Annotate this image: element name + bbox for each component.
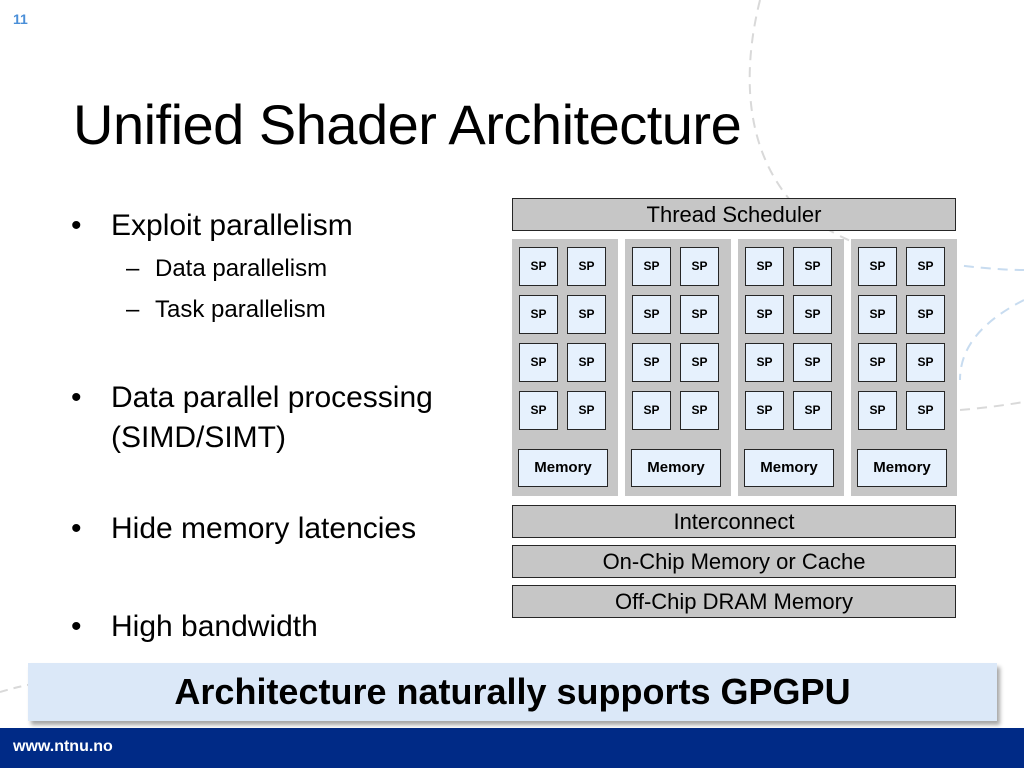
sp-unit: SP <box>519 391 558 430</box>
sp-unit: SP <box>906 391 945 430</box>
sp-unit: SP <box>745 295 784 334</box>
sp-unit: SP <box>793 391 832 430</box>
interconnect-box: Interconnect <box>512 505 956 538</box>
bullet-glyph: • <box>71 512 82 545</box>
summary-banner: Architecture naturally supports GPGPU <box>28 663 997 721</box>
bullet-text-line2: (SIMD/SIMT) <box>111 421 286 454</box>
slide-number: 11 <box>13 11 28 27</box>
sp-unit: SP <box>632 343 671 382</box>
sub-bullet-text: Data parallelism <box>155 255 328 282</box>
bullet-glyph: • <box>71 381 82 414</box>
cluster-memory: Memory <box>518 449 608 487</box>
bullet-text: Exploit parallelism <box>111 209 353 242</box>
sp-unit: SP <box>745 391 784 430</box>
sp-unit: SP <box>567 247 606 286</box>
sp-unit: SP <box>793 295 832 334</box>
sp-unit: SP <box>680 391 719 430</box>
sp-unit: SP <box>632 295 671 334</box>
sp-unit: SP <box>793 247 832 286</box>
bullet-glyph: • <box>71 209 82 242</box>
sp-unit: SP <box>745 247 784 286</box>
sp-unit: SP <box>519 247 558 286</box>
sp-unit: SP <box>567 295 606 334</box>
sp-unit: SP <box>906 343 945 382</box>
bullet-glyph: • <box>71 610 82 643</box>
thread-scheduler-box: Thread Scheduler <box>512 198 956 231</box>
bullet-text: Hide memory latencies <box>111 512 417 545</box>
sp-unit: SP <box>632 247 671 286</box>
sp-unit: SP <box>745 343 784 382</box>
sp-unit: SP <box>906 247 945 286</box>
sp-unit: SP <box>858 295 897 334</box>
sp-unit: SP <box>680 295 719 334</box>
cluster-memory: Memory <box>631 449 721 487</box>
cluster-memory: Memory <box>857 449 947 487</box>
sp-unit: SP <box>567 391 606 430</box>
sp-unit: SP <box>680 343 719 382</box>
sub-bullet-glyph: – <box>126 296 140 323</box>
sp-unit: SP <box>793 343 832 382</box>
bullet-text: High bandwidth <box>111 610 318 643</box>
footer-bar: www.ntnu.no <box>0 728 1024 768</box>
sp-unit: SP <box>858 391 897 430</box>
sp-unit: SP <box>519 295 558 334</box>
sub-bullet-text: Task parallelism <box>155 296 326 323</box>
sp-unit: SP <box>567 343 606 382</box>
cluster-memory: Memory <box>744 449 834 487</box>
on-chip-memory-box: On-Chip Memory or Cache <box>512 545 956 578</box>
footer-url[interactable]: www.ntnu.no <box>13 738 113 755</box>
sp-unit: SP <box>858 343 897 382</box>
sp-unit: SP <box>680 247 719 286</box>
slide-title: Unified Shader Architecture <box>73 93 742 156</box>
off-chip-dram-box: Off-Chip DRAM Memory <box>512 585 956 618</box>
sp-unit: SP <box>906 295 945 334</box>
sp-unit: SP <box>858 247 897 286</box>
sp-unit: SP <box>519 343 558 382</box>
bullet-text: Data parallel processing <box>111 381 433 414</box>
sub-bullet-glyph: – <box>126 255 140 282</box>
sp-unit: SP <box>632 391 671 430</box>
